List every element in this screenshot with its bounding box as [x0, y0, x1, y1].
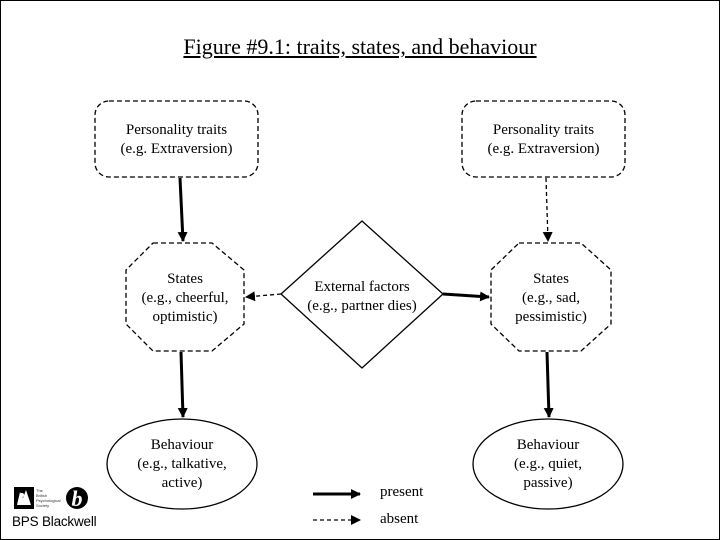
arrow-right-traits-to-states [542, 177, 553, 242]
left-states-octagon [125, 242, 245, 352]
external-factors-line1: External factors [314, 279, 410, 295]
right-behaviour-line3: passive) [523, 475, 573, 491]
right-behaviour-line1: Behaviour [516, 437, 580, 453]
right-traits-line2: (e.g. Extraversion) [487, 141, 600, 157]
right-traits-box [461, 100, 626, 178]
arrow-right-states-to-behaviour [543, 351, 554, 418]
right-states-line1: States [533, 271, 569, 287]
legend-absent-label: absent [380, 511, 419, 527]
left-traits-label: Personality traits (e.g. Extraversion) [95, 121, 258, 159]
legend-present-label: present [380, 484, 424, 500]
left-states-label: States (e.g., cheerful, optimistic) [126, 270, 244, 327]
left-traits-box [94, 100, 259, 178]
right-states-octagon [490, 242, 612, 352]
arrow-left-traits-to-states [177, 177, 188, 242]
right-states-line3: pessimistic) [515, 309, 587, 325]
right-behaviour-ellipse [472, 418, 624, 510]
external-factors-line2: (e.g., partner dies) [307, 298, 417, 314]
left-traits-line2: (e.g. Extraversion) [120, 141, 233, 157]
left-behaviour-line2: (e.g., talkative, [137, 456, 227, 472]
society-name-text: The British Psychological Society [36, 488, 61, 508]
svg-text:b: b [72, 486, 83, 511]
right-traits-line1: Personality traits [492, 122, 595, 138]
left-behaviour-line1: Behaviour [150, 437, 214, 453]
right-traits-label: Personality traits (e.g. Extraversion) [462, 121, 625, 159]
left-states-line2: (e.g., cheerful, [141, 290, 229, 306]
left-states-line3: optimistic) [152, 309, 218, 325]
right-states-line2: (e.g., sad, [522, 290, 580, 306]
blackwell-b-icon: b [66, 486, 88, 511]
arrow-external-to-right-states [442, 291, 490, 302]
bps-society-icon [14, 487, 34, 509]
publisher-name: BPS Blackwell [12, 514, 97, 529]
external-factors-diamond [280, 220, 444, 369]
arrow-external-to-left-states [245, 291, 282, 302]
right-behaviour-label: Behaviour (e.g., quiet, passive) [478, 436, 618, 493]
arrow-left-states-to-behaviour [177, 351, 188, 418]
left-states-line1: States [167, 271, 203, 287]
figure-title: Figure #9.1: traits, states, and behavio… [183, 34, 537, 59]
right-states-label: States (e.g., sad, pessimistic) [491, 270, 611, 327]
left-behaviour-ellipse [106, 418, 258, 510]
left-behaviour-label: Behaviour (e.g., talkative, active) [112, 436, 252, 493]
left-traits-line1: Personality traits [125, 122, 228, 138]
right-behaviour-line2: (e.g., quiet, [514, 456, 582, 472]
external-factors-label: External factors (e.g., partner dies) [292, 278, 432, 316]
left-behaviour-line3: active) [161, 475, 203, 491]
